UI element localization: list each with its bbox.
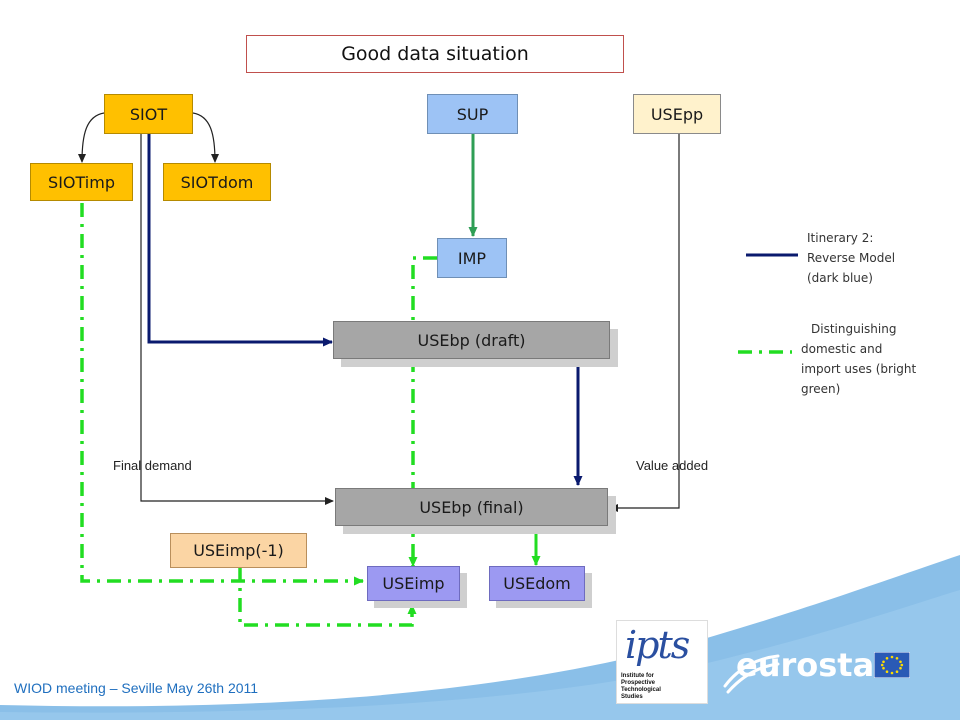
node-siotimp: SIOTimp xyxy=(30,163,133,201)
node-siotdom: SIOTdom xyxy=(163,163,271,201)
ipts-logo: ipts Institute for Prospective Technolog… xyxy=(616,620,708,704)
siot-to-siotimp-arrow xyxy=(78,112,105,163)
siot-to-siotdom-arrow xyxy=(192,112,219,163)
siotimp-to-useimp-green xyxy=(80,203,364,586)
node-usepp: USEpp xyxy=(633,94,721,134)
final-demand-line xyxy=(140,134,334,505)
legend-itinerary-line3: (dark blue) xyxy=(807,271,873,285)
node-usebp-draft: USEbp (draft) xyxy=(333,321,610,359)
value-added-line xyxy=(609,134,680,512)
node-sup: SUP xyxy=(427,94,518,134)
diagram-title: Good data situation xyxy=(246,35,624,73)
node-siot: SIOT xyxy=(104,94,193,134)
node-useimp-prev: USEimp(-1) xyxy=(170,533,307,568)
legend-distinguishing-line4: green) xyxy=(801,382,841,396)
legend-distinguishing-line1: Distinguishing xyxy=(811,322,897,336)
eurostat-logo: eurostat xyxy=(723,640,914,696)
label-value-added: Value added xyxy=(636,458,709,473)
legend-itinerary-line2: Reverse Model xyxy=(807,251,896,265)
node-useimp: USEimp xyxy=(367,566,460,601)
legend-distinguishing: Distinguishing domestic and import uses … xyxy=(801,319,916,399)
siot-to-usebp-draft-arrow xyxy=(147,134,333,347)
legend-distinguishing-line2: domestic and xyxy=(801,342,883,356)
legend-itinerary-line1: Itinerary 2: xyxy=(807,231,874,245)
label-final-demand: Final demand xyxy=(113,458,192,473)
eurostat-swoosh-icon xyxy=(723,654,780,694)
ipts-mark: ipts xyxy=(625,623,690,667)
node-usedom: USEdom xyxy=(489,566,585,601)
legend-itinerary: Itinerary 2: Reverse Model (dark blue) xyxy=(807,228,895,288)
legend-distinguishing-line3: import uses (bright xyxy=(801,362,917,376)
eurostat-wordmark: eurostat xyxy=(736,646,890,684)
footer-text: WIOD meeting – Seville May 26th 2011 xyxy=(14,680,259,696)
imp-to-useimp-green xyxy=(408,256,437,567)
node-usebp-final: USEbp (final) xyxy=(335,488,608,526)
node-imp: IMP xyxy=(437,238,507,278)
useimp-prev-to-useimp-green xyxy=(238,567,417,627)
ipts-caption: Institute for Prospective Technological … xyxy=(621,673,661,700)
eu-flag-icon xyxy=(874,652,910,678)
